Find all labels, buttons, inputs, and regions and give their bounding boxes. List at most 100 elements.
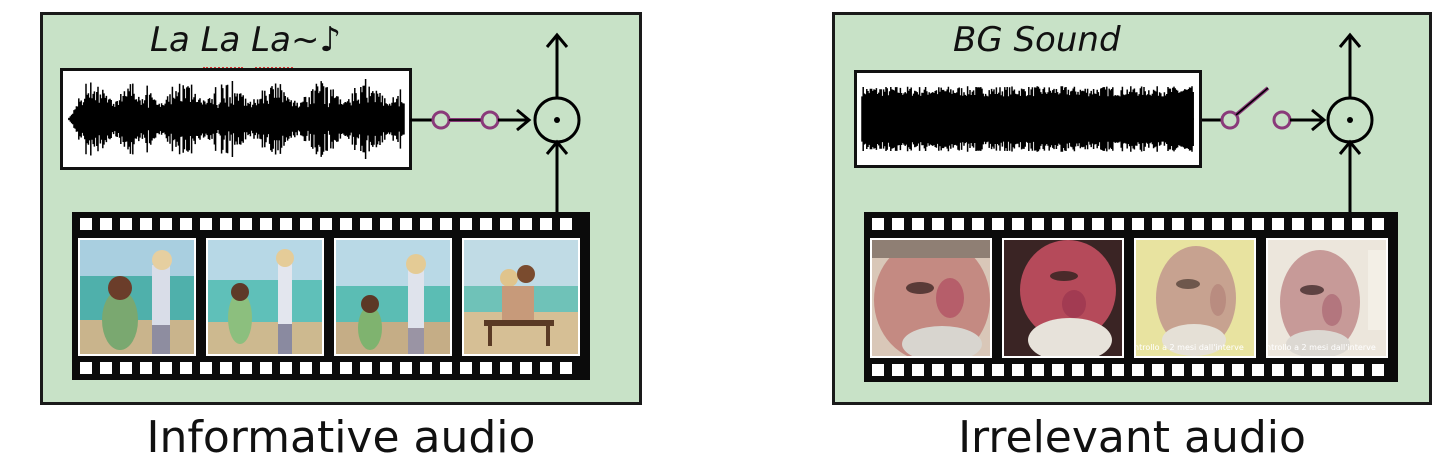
sprocket-hole (972, 364, 984, 376)
sprocket-hole (480, 218, 492, 230)
video-frame (870, 238, 992, 358)
beach-scene-image (336, 240, 450, 354)
sprocket-hole (1172, 218, 1184, 230)
switch-terminal (480, 110, 500, 130)
sprocket-hole (440, 362, 452, 374)
face-closeup-image (872, 240, 990, 356)
sprocket-hole (200, 218, 212, 230)
waveform-box-irrelevant (854, 70, 1202, 168)
sprocket-hole (1372, 218, 1384, 230)
sprocket-hole (180, 362, 192, 374)
sprocket-hole (240, 362, 252, 374)
sprocket-hole (260, 362, 272, 374)
sprocket-hole (1332, 364, 1344, 376)
sprocket-hole (440, 218, 452, 230)
sprocket-hole (380, 362, 392, 374)
sprocket-hole (1292, 364, 1304, 376)
sprocket-hole (1332, 218, 1344, 230)
arrow-head (1338, 32, 1362, 48)
sprocket-hole (280, 362, 292, 374)
sprocket-hole (1052, 218, 1064, 230)
sprocket-hole (1092, 218, 1104, 230)
video-frame (78, 238, 196, 356)
switch-terminal (1272, 110, 1292, 130)
sprocket-hole (932, 364, 944, 376)
sprocket-hole (1052, 364, 1064, 376)
sprocket-hole (1072, 218, 1084, 230)
face-closeup-image (1268, 240, 1386, 356)
sprocket-hole (180, 218, 192, 230)
waveform-path (861, 86, 1194, 152)
waveform-irrelevant (861, 86, 1194, 152)
face-closeup-image (1004, 240, 1122, 356)
arrow-head (1311, 108, 1327, 132)
sprocket-hole (400, 218, 412, 230)
audio-label-informative: La La La~♪ (150, 20, 342, 60)
sprocket-hole (1292, 218, 1304, 230)
sprocket-hole (1072, 364, 1084, 376)
sprocket-hole (972, 218, 984, 230)
caption-informative: Informative audio (146, 412, 536, 463)
sprocket-hole (500, 218, 512, 230)
sprocket-hole (360, 362, 372, 374)
waveform-box-informative (60, 68, 412, 170)
sprocket-hole (460, 218, 472, 230)
sprocket-hole (300, 218, 312, 230)
sprocket-hole (892, 218, 904, 230)
sprocket-hole (912, 364, 924, 376)
sprocket-hole (300, 362, 312, 374)
sprocket-hole (1192, 364, 1204, 376)
arrow-head (1338, 139, 1362, 155)
arrow-head (545, 32, 569, 48)
audio-label-irrelevant: BG Sound (953, 20, 1121, 60)
beach-scene-image (80, 240, 194, 354)
sprocket-hole (400, 362, 412, 374)
sprocket-hole (1212, 218, 1224, 230)
sprocket-hole (952, 364, 964, 376)
arrow-head (516, 108, 532, 132)
sprocket-hole (260, 218, 272, 230)
sprocket-hole (320, 362, 332, 374)
sprocket-hole (1232, 364, 1244, 376)
sprocket-hole (320, 218, 332, 230)
connector-informative (410, 32, 581, 212)
sprocket-hole (120, 362, 132, 374)
sprocket-hole (1092, 364, 1104, 376)
video-frame (1002, 238, 1124, 358)
sprocket-hole (952, 218, 964, 230)
sprocket-hole (1212, 364, 1224, 376)
sprocket-hole (540, 218, 552, 230)
frame-subtitle: ntrollo a 2 mesi dall'interve (1266, 343, 1376, 352)
sprocket-hole (872, 364, 884, 376)
multiply-dot (1347, 117, 1353, 123)
sprocket-hole (1272, 364, 1284, 376)
video-frame (462, 238, 580, 356)
filmstrip-irrelevant: ntrollo a 2 mesi dall'interve ntrollo a … (864, 212, 1398, 382)
sprocket-hole (160, 362, 172, 374)
sprocket-hole (460, 362, 472, 374)
sprocket-hole (120, 218, 132, 230)
sprocket-hole (932, 218, 944, 230)
sprocket-hole (160, 218, 172, 230)
sprocket-hole (1152, 364, 1164, 376)
sprocket-hole (1012, 364, 1024, 376)
sprocket-hole (1172, 364, 1184, 376)
sprocket-hole (1252, 364, 1264, 376)
sprocket-hole (560, 218, 572, 230)
switch-open (1235, 87, 1269, 116)
sprocket-hole (1252, 218, 1264, 230)
sprocket-hole (480, 362, 492, 374)
sprocket-hole (560, 362, 572, 374)
sprocket-hole (892, 364, 904, 376)
sprocket-hole (992, 218, 1004, 230)
waveform-path (68, 79, 405, 159)
sprocket-hole (1352, 218, 1364, 230)
sprocket-hole (1232, 218, 1244, 230)
beach-scene-image (208, 240, 322, 354)
sprocket-hole (1312, 364, 1324, 376)
sprocket-hole (140, 218, 152, 230)
sprocket-hole (1132, 218, 1144, 230)
sprocket-hole (240, 218, 252, 230)
sprocket-hole (1112, 364, 1124, 376)
sprocket-hole (280, 218, 292, 230)
